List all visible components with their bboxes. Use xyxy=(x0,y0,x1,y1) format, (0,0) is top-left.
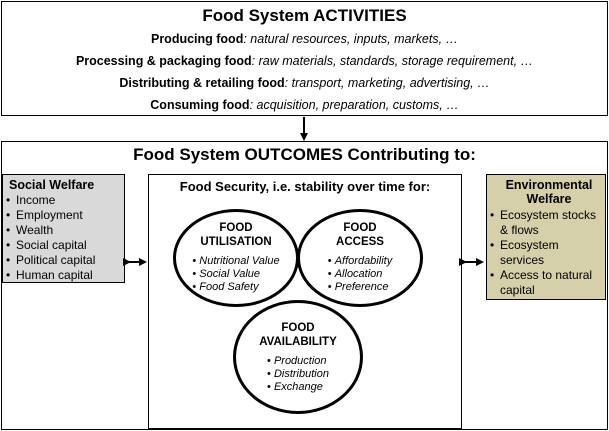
list-item: Political capital xyxy=(3,253,124,268)
social-welfare-panel: Social Welfare Income Employment Wealth … xyxy=(2,174,125,283)
social-welfare-title: Social Welfare xyxy=(9,178,95,192)
list-item: Distribution xyxy=(267,368,329,381)
food-security-title: Food Security, i.e. stability over time … xyxy=(179,179,431,194)
list-item: Ecosystem services xyxy=(487,238,601,268)
activity-detail: : natural resources, inputs, markets, … xyxy=(243,32,459,46)
food-availability-title-line2: AVAILABILITY xyxy=(259,336,337,348)
list-item: Exchange xyxy=(267,381,329,394)
list-item: Nutritional Value xyxy=(192,255,279,268)
outcomes-title: Food System OUTCOMES Contributing to: xyxy=(133,145,476,164)
activity-detail: : transport, marketing, advertising, … xyxy=(284,76,490,90)
food-utilisation-title-line2: UTILISATION xyxy=(200,236,272,248)
list-item: Affordability xyxy=(328,255,392,268)
food-utilisation-title-line1: FOOD xyxy=(219,222,253,234)
activity-label: Distributing & retailing food xyxy=(119,76,285,90)
activity-detail: : raw materials, standards, storage requ… xyxy=(251,54,534,68)
food-availability-circle: FOOD AVAILABILITY Production Distributio… xyxy=(233,300,363,414)
list-item: Access to natural capital xyxy=(487,268,601,298)
activity-label: Processing & packaging food xyxy=(75,54,252,68)
activities-title: Food System ACTIVITIES xyxy=(202,6,407,25)
list-item: Social capital xyxy=(3,238,124,253)
food-access-title-line1: FOOD xyxy=(343,222,377,234)
social-welfare-list: Income Employment Wealth Social capital … xyxy=(3,193,124,283)
list-item: Allocation xyxy=(328,268,392,281)
food-utilisation-list: Nutritional Value Social Value Food Safe… xyxy=(192,255,279,294)
activity-distributing: Distributing & retailing food: transport… xyxy=(2,76,607,90)
list-item: Preference xyxy=(328,281,392,294)
list-item: Ecosystem stocks & flows xyxy=(487,208,601,238)
food-access-circle: FOOD ACCESS Affordability Allocation Pre… xyxy=(297,209,423,307)
list-item: Social Value xyxy=(192,268,279,281)
food-utilisation-circle: FOOD UTILISATION Nutritional Value Socia… xyxy=(173,209,299,307)
list-item: Income xyxy=(3,193,124,208)
activity-detail: : acquisition, preparation, customs, … xyxy=(249,98,459,112)
activity-processing: Processing & packaging food: raw materia… xyxy=(2,54,607,68)
list-item: Wealth xyxy=(3,223,124,238)
activity-consuming: Consuming food: acquisition, preparation… xyxy=(2,98,607,112)
environmental-welfare-list: Ecosystem stocks & flows Ecosystem servi… xyxy=(487,208,605,298)
food-system-activities-box: Food System ACTIVITIES Producing food: n… xyxy=(1,1,608,116)
list-item: Food Safety xyxy=(192,281,279,294)
food-access-title-line2: ACCESS xyxy=(336,236,384,248)
food-availability-title-line1: FOOD xyxy=(281,322,315,334)
activity-label: Consuming food xyxy=(150,98,250,112)
food-access-list: Affordability Allocation Preference xyxy=(328,255,392,294)
environmental-welfare-title: Environmental Welfare xyxy=(505,178,593,206)
list-item: Human capital xyxy=(3,268,124,283)
list-item: Production xyxy=(267,355,329,368)
activity-label: Producing food xyxy=(150,32,244,46)
food-availability-list: Production Distribution Exchange xyxy=(267,355,329,394)
activity-producing: Producing food: natural resources, input… xyxy=(2,32,607,46)
list-item: Employment xyxy=(3,208,124,223)
environmental-welfare-panel: Environmental Welfare Ecosystem stocks &… xyxy=(486,174,606,300)
